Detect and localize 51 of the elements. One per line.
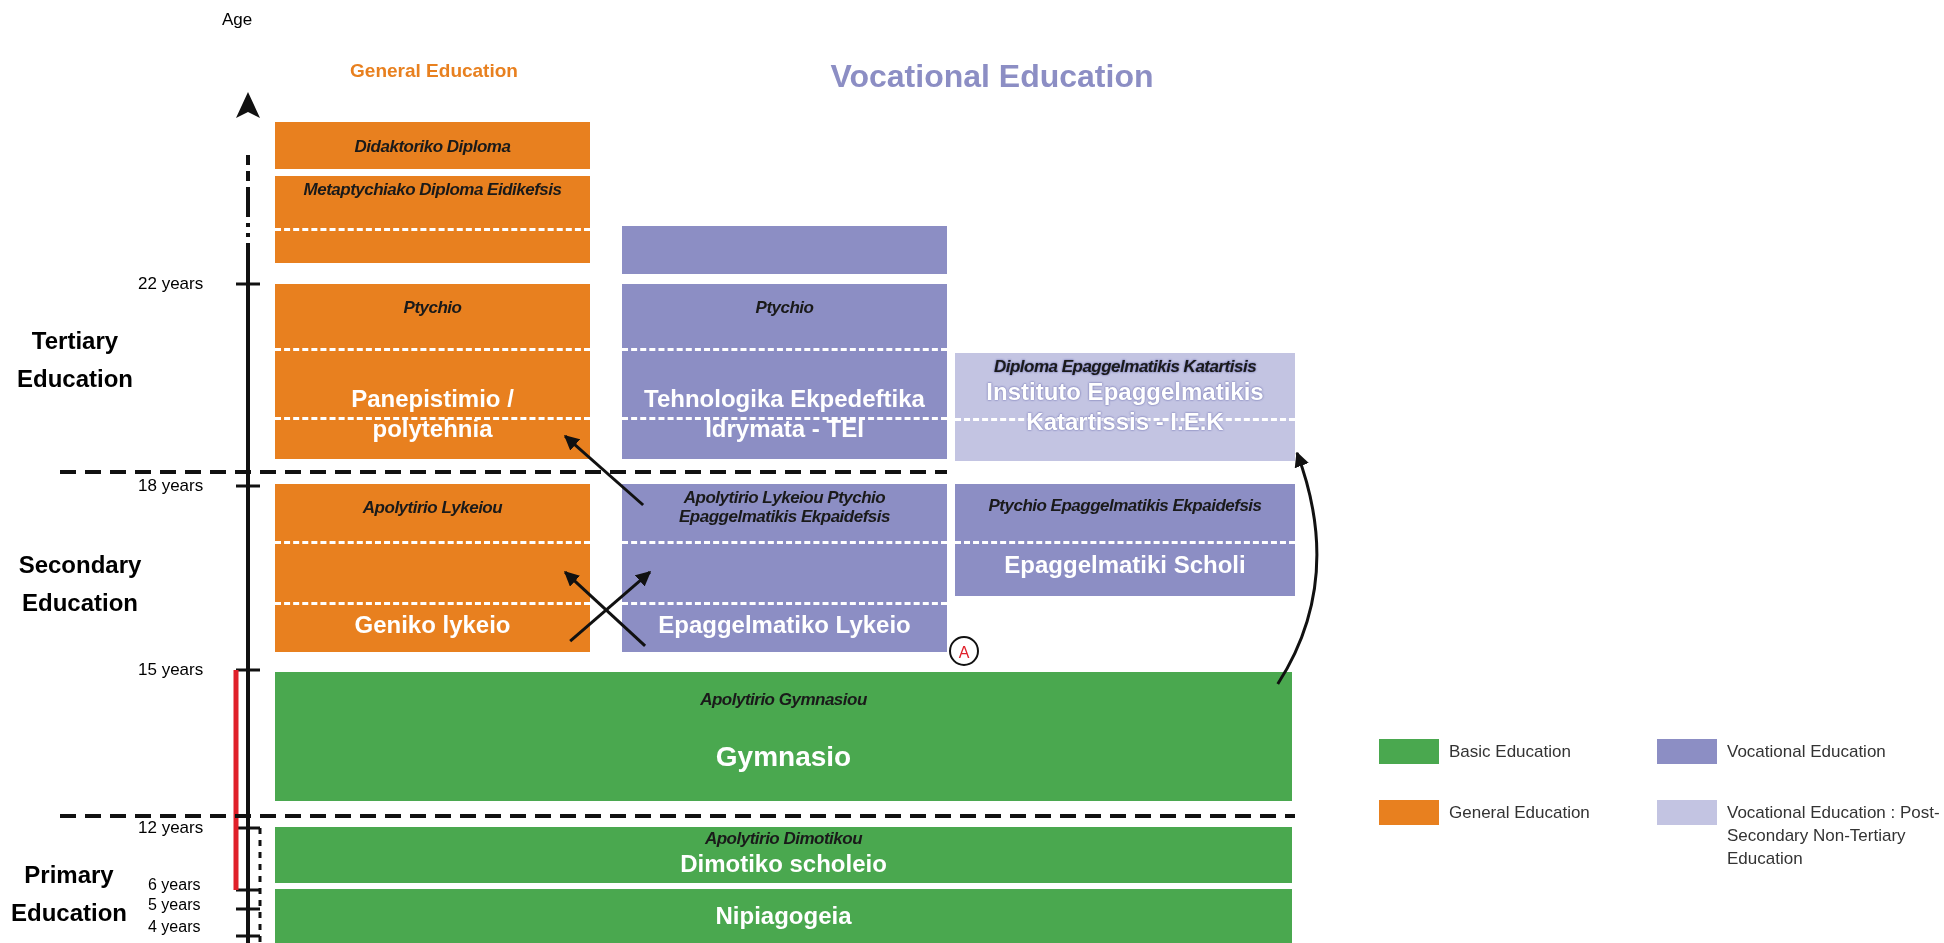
degree-box	[275, 122, 590, 169]
age-label: 6 years	[148, 876, 201, 894]
level-label: Secondary Education	[17, 550, 143, 618]
school-name: Gymnasio	[714, 742, 853, 772]
school-box	[955, 484, 1295, 596]
arrow	[1276, 451, 1319, 685]
certificate-name: Apolytirio Dimotikou	[703, 829, 864, 848]
legend-label: Vocational Education	[1727, 741, 1887, 763]
school-name: Nipiagogeia	[714, 901, 853, 931]
age-label: 15 years	[138, 660, 204, 680]
programme-box	[622, 226, 947, 274]
school-box	[275, 889, 1292, 943]
age-label: 5 years	[148, 896, 201, 914]
university-box	[275, 284, 590, 459]
school-name: Tehnologika Ekpedeftika Idrymata - TEI	[643, 384, 926, 444]
school-name: Panepistimio / polytehnia	[350, 384, 515, 444]
age-label: 22 years	[138, 274, 204, 294]
certificate-name: Metaptychiako Diploma Eidikefsis	[302, 180, 563, 199]
axis-label: Age	[222, 10, 253, 30]
column-heading: General Education	[350, 60, 518, 82]
age-label: 4 years	[148, 918, 201, 936]
age-label: 12 years	[138, 818, 204, 838]
certificate-name: Apolytirio Gymnasiou	[699, 690, 868, 709]
certificate-name: Ptychio Epaggelmatikis Ekpaidefsis	[987, 496, 1263, 515]
arrow	[564, 434, 645, 507]
school-box	[275, 827, 1292, 883]
school-box	[622, 484, 947, 652]
school-name: Epaggelmatiki Scholi	[1003, 550, 1247, 580]
training-institute-box	[955, 353, 1295, 461]
certificate-name: Ptychio	[402, 298, 463, 317]
certificate-name: Apolytirio Lykeiou Ptychio Epaggelmatikis Ekpaidefsis	[678, 488, 891, 526]
circled-letter: A	[949, 636, 979, 666]
legend-label: General Education	[1449, 802, 1591, 824]
certificate-name: Didaktoriko Diploma	[353, 136, 512, 155]
age-label: 18 years	[138, 476, 204, 496]
school-box	[275, 484, 590, 652]
level-label: Tertiary Education	[16, 326, 134, 394]
school-name: Dimotiko scholeio	[679, 849, 888, 879]
school-name: Geniko lykeio	[353, 610, 512, 640]
certificate-name: Diploma Epaggelmatikis Katartisis	[992, 357, 1258, 376]
level-label: Primary Education	[10, 860, 128, 928]
certificate-name: Apolytirio Lykeiou	[361, 498, 504, 517]
degree-box	[275, 176, 590, 263]
certificate-name: Ptychio	[754, 298, 815, 317]
school-name: Instituto Epaggelmatikis Katartissis - I.E.K	[985, 377, 1265, 437]
legend-label: Basic Education	[1449, 741, 1572, 763]
legend-label: Vocational Education : Post-Secondary Non-Tertiary Education	[1727, 802, 1941, 870]
school-box	[275, 672, 1292, 801]
column-heading: Vocational Education	[830, 58, 1154, 95]
institute-box	[622, 284, 947, 459]
school-name: Epaggelmatiko Lykeio	[657, 610, 912, 640]
